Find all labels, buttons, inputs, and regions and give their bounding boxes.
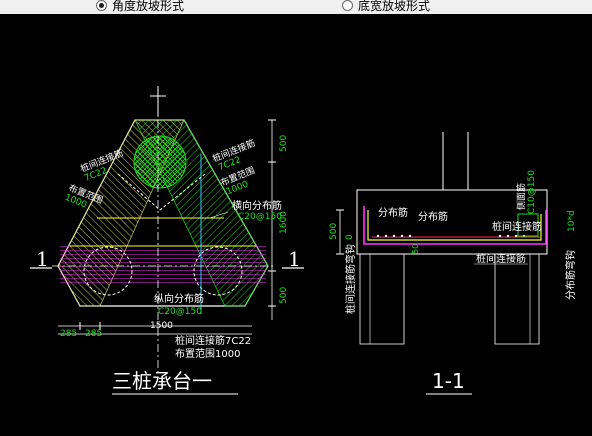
dim-500-bottom: 500 bbox=[279, 287, 289, 304]
label-side-rebar: 侧面筋 bbox=[515, 183, 527, 210]
dim-285b: 285 bbox=[85, 329, 102, 339]
label-side-rebar-code: C10@150 bbox=[527, 170, 537, 214]
label-longitudinal: 纵向分布筋 bbox=[154, 292, 204, 305]
label-dist-bend-value: 10*d bbox=[567, 210, 577, 232]
radio-width-slope[interactable]: 底宽放坡形式 bbox=[342, 0, 431, 13]
radio-angle-slope[interactable]: 角度放坡形式 bbox=[96, 0, 185, 13]
dim-500-section: 500 bbox=[329, 223, 339, 240]
dim-1600: 1600 bbox=[279, 211, 289, 234]
label-bottom-range: 布置范围1000 bbox=[175, 347, 240, 360]
label-dist-bend: 分布筋弯钩 bbox=[564, 250, 577, 300]
label-transverse: 横向分布筋 bbox=[232, 199, 282, 212]
label-longitudinal-code: C20@150 bbox=[158, 307, 202, 317]
plan-view: 1 1 500 1600 500 285 285 1500 桩间连接筋 7C22… bbox=[30, 86, 304, 395]
radio-button-icon[interactable] bbox=[342, 0, 353, 11]
label-tie-bottom: 桩间连接筋 bbox=[476, 252, 526, 265]
section-mark-left: 1 bbox=[36, 247, 49, 271]
radio-label: 底宽放坡形式 bbox=[358, 0, 431, 13]
plan-title: 三桩承台一 bbox=[112, 369, 212, 393]
drawing-svg: 1 1 500 1600 500 285 285 1500 桩间连接筋 7C22… bbox=[30, 86, 577, 395]
dim-50-section: 50 bbox=[411, 244, 420, 254]
section-view: 500 0 分布筋 分布筋 桩间连接筋 桩间连接筋 50 侧面筋 C10@150… bbox=[329, 132, 577, 395]
toolbar: 角度放坡形式 底宽放坡形式 bbox=[0, 0, 592, 14]
label-dist-b: 分布筋 bbox=[418, 210, 448, 223]
pile-left bbox=[83, 246, 133, 296]
annotation-side-rebar: 侧面筋 C10@150 bbox=[515, 170, 537, 214]
pile-left-section bbox=[359, 253, 405, 345]
pile-top bbox=[133, 135, 187, 189]
dim-1500: 1500 bbox=[150, 321, 173, 331]
section-mark-right: 1 bbox=[288, 247, 301, 271]
pile-right bbox=[193, 246, 243, 296]
rebar-outline-magenta bbox=[363, 206, 547, 245]
rebar-dots bbox=[376, 234, 526, 238]
dim-0-section: 0 bbox=[345, 234, 355, 240]
rebar-hook-green bbox=[517, 213, 539, 237]
dim-500-top: 500 bbox=[279, 135, 289, 152]
dim-285a: 285 bbox=[60, 329, 77, 339]
rebar-main-yellow bbox=[367, 210, 542, 241]
leader-line bbox=[209, 211, 229, 219]
cap-section bbox=[356, 189, 548, 255]
label-tie-bend: 桩间连接筋弯钩 bbox=[344, 244, 357, 314]
section-title: 1-1 bbox=[432, 369, 465, 393]
radio-button-icon[interactable] bbox=[96, 0, 107, 11]
cad-canvas: 1 1 500 1600 500 285 285 1500 桩间连接筋 7C22… bbox=[0, 14, 592, 436]
label-transverse-code: C20@150 bbox=[238, 212, 282, 222]
pile-right-section bbox=[494, 253, 540, 345]
label-dist-a: 分布筋 bbox=[378, 206, 408, 219]
label-bottom-tie: 桩间连接筋7C22 bbox=[175, 334, 251, 347]
guide-dashed bbox=[117, 173, 206, 211]
radio-label: 角度放坡形式 bbox=[112, 0, 185, 13]
label-tie-top: 桩间连接筋 bbox=[492, 220, 542, 233]
